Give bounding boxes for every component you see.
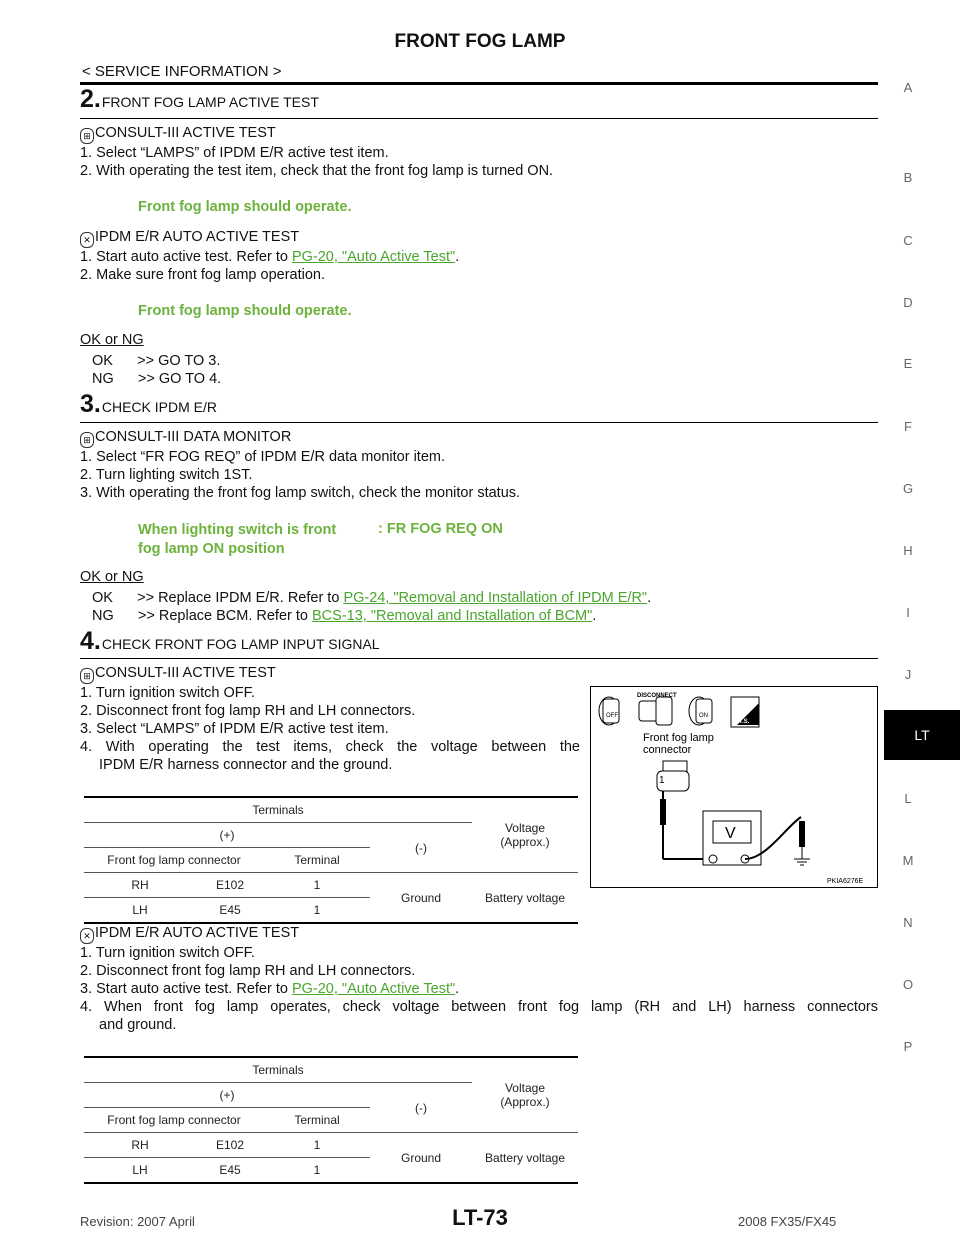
terminals-header: Terminals	[84, 798, 472, 823]
side-index-c[interactable]: C	[903, 233, 913, 248]
link-pg20[interactable]: PG-20, "Auto Active Test"	[291, 249, 456, 265]
step-2-auto-result: Front fog lamp should operate.	[138, 303, 352, 319]
step-2-ng: NG >> GO TO 4.	[92, 371, 222, 387]
side-index-n[interactable]: N	[903, 915, 913, 930]
side-index-a[interactable]: A	[903, 80, 913, 95]
side-index-b[interactable]: B	[903, 170, 913, 185]
side-index-j[interactable]: J	[904, 667, 912, 682]
step-4-consult: ⊞CONSULT-III ACTIVE TEST 1. Turn ignitio…	[80, 665, 580, 773]
side-index-h[interactable]: H	[903, 543, 913, 558]
link-bcs13[interactable]: BCS-13, "Removal and Installation of BCM…	[312, 608, 593, 624]
step-4-rule	[80, 658, 878, 659]
svg-text:ON: ON	[699, 713, 708, 719]
step-3-consult: ⊞CONSULT-III DATA MONITOR 1. Select “FR …	[80, 429, 521, 501]
model-text: 2008 FX35/FX45	[738, 1214, 837, 1229]
ts-icon	[730, 696, 760, 728]
key-on-icon	[688, 696, 713, 726]
side-index-g[interactable]: G	[902, 481, 914, 496]
step-3-condition-value: : FR FOG REQ ON	[378, 521, 503, 537]
side-index-o[interactable]: O	[902, 977, 914, 992]
step-2-ok: OK >> GO TO 3.	[92, 353, 221, 369]
step-2-auto: ✕IPDM E/R AUTO ACTIVE TEST 1. Start auto…	[80, 229, 460, 283]
step-4-heading: 4.CHECK FRONT FOG LAMP INPUT SIGNAL	[80, 627, 380, 655]
step-2-rule	[80, 118, 878, 119]
connector-header: Front fog lamp connector	[84, 847, 264, 873]
link-pg20-b[interactable]: PG-20, "Auto Active Test"	[291, 981, 456, 997]
voltage-table-1: Terminals Voltage(Approx.) (+) (-) Front…	[84, 796, 578, 924]
terminal-header: Terminal	[264, 847, 370, 873]
svg-text:Front fog lamp: Front fog lamp	[643, 732, 714, 744]
consult-icon: ⊞	[80, 128, 94, 144]
step-3-heading: 3.CHECK IPDM E/R	[80, 390, 217, 418]
step-3-condition: When lighting switch is front fog lamp O…	[138, 522, 337, 557]
side-index-m[interactable]: M	[902, 853, 914, 868]
page-title: FRONT FOG LAMP	[394, 31, 566, 52]
voltage-header: Voltage(Approx.)	[472, 798, 578, 873]
step-2-consult-result: Front fog lamp should operate.	[138, 199, 352, 215]
header-rule	[80, 82, 878, 85]
svg-text:T.S.: T.S.	[739, 719, 750, 725]
svg-text:DISCONNECT: DISCONNECT	[637, 693, 677, 699]
auto-test-icon: ✕	[80, 232, 94, 248]
svg-text:OFF: OFF	[606, 713, 618, 719]
consult-icon: ⊞	[80, 432, 94, 448]
wiring-diagram: OFF DISCONNECT ON T.S. Front fog lamp co…	[590, 686, 878, 888]
key-off-icon	[598, 696, 620, 726]
voltage-table-2: Terminals Voltage(Approx.) (+) (-) Front…	[84, 1056, 578, 1184]
side-index-e[interactable]: E	[903, 356, 913, 371]
step-3-ok-ng: OK or NG	[80, 569, 144, 585]
step-3-ng: NG >> Replace BCM. Refer to BCS-13, "Rem…	[92, 608, 597, 624]
section-subheader: < SERVICE INFORMATION >	[82, 63, 282, 80]
side-index-lt-active[interactable]: LT	[884, 710, 960, 760]
step-4-auto: ✕IPDM E/R AUTO ACTIVE TEST 1. Turn ignit…	[80, 925, 878, 1033]
link-pg24[interactable]: PG-24, "Removal and Installation of IPDM…	[343, 590, 648, 606]
side-index-p[interactable]: P	[903, 1039, 913, 1054]
minus-header: (-)	[370, 822, 472, 873]
step-3-ok: OK >> Replace IPDM E/R. Refer to PG-24, …	[92, 590, 652, 606]
disconnect-icon	[638, 696, 673, 726]
revision-text: Revision: 2007 April	[80, 1214, 195, 1229]
svg-text:PKIA6276E: PKIA6276E	[827, 878, 864, 885]
page-number: LT-73	[452, 1205, 508, 1230]
svg-text:connector: connector	[643, 744, 692, 756]
step-2-consult: ⊞CONSULT-III ACTIVE TEST 1. Select “LAMP…	[80, 125, 554, 179]
step-2-ok-ng: OK or NG	[80, 332, 144, 348]
side-index-d[interactable]: D	[903, 295, 913, 310]
auto-test-icon: ✕	[80, 928, 94, 944]
consult-icon: ⊞	[80, 668, 94, 684]
svg-text:1: 1	[659, 775, 665, 786]
step-2-heading: 2.FRONT FOG LAMP ACTIVE TEST	[80, 85, 319, 113]
svg-text:V: V	[725, 825, 736, 842]
plus-header: (+)	[84, 822, 370, 848]
side-index-i[interactable]: I	[906, 605, 910, 620]
side-index-l[interactable]: L	[904, 791, 912, 806]
step-3-rule	[80, 422, 878, 423]
side-index-f[interactable]: F	[904, 419, 912, 434]
